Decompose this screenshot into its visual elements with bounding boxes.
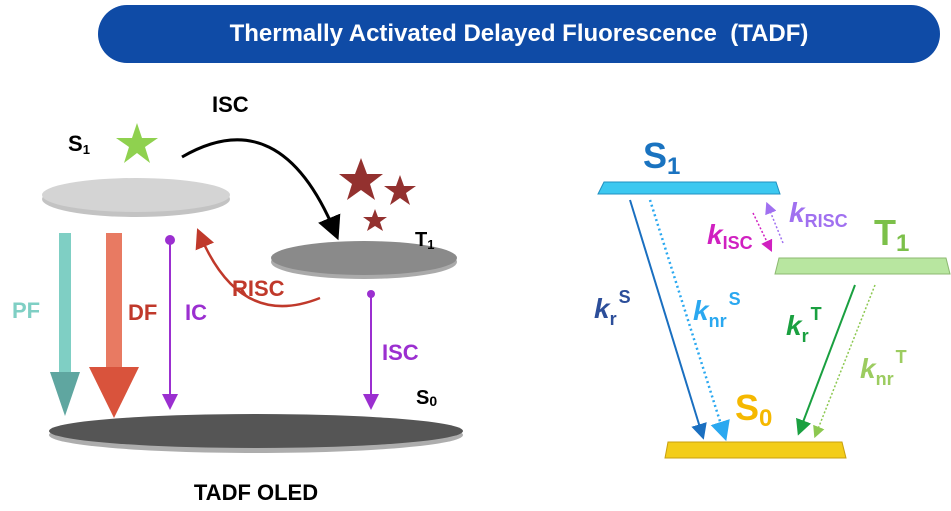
knr-t-arrow bbox=[813, 284, 876, 439]
s1-level bbox=[42, 178, 230, 212]
kr-s-arrow bbox=[629, 199, 707, 440]
s1-label: S1 bbox=[68, 131, 90, 157]
red-star-icon bbox=[363, 209, 387, 231]
s0-label-right: S0 bbox=[735, 387, 772, 432]
title-banner: Thermally Activated Delayed Fluorescence… bbox=[98, 5, 940, 63]
t1-label: T1 bbox=[415, 229, 434, 252]
s1-label-right: S1 bbox=[643, 135, 680, 180]
t1-level bbox=[271, 241, 457, 275]
kr-t-label: krT bbox=[786, 304, 822, 346]
title: Thermally Activated Delayed Fluorescence… bbox=[229, 20, 809, 47]
s0-label: S0 bbox=[416, 387, 437, 409]
risc-arc-arrow bbox=[195, 228, 321, 308]
isc-top-label: ISC bbox=[212, 92, 249, 117]
isc-arc-arrow bbox=[181, 138, 341, 241]
krisc-label: kRISC bbox=[789, 197, 848, 231]
kisc-arrow bbox=[752, 212, 773, 253]
ic-label: IC bbox=[185, 300, 207, 325]
kisc-label: kISC bbox=[707, 219, 753, 253]
kr-s-label: krS bbox=[594, 287, 631, 329]
caption: TADF OLED bbox=[194, 480, 318, 505]
red-star-icon bbox=[384, 175, 416, 205]
pf-arrow bbox=[50, 233, 80, 416]
knr-s-arrow bbox=[648, 199, 730, 442]
knr-s-label: knrS bbox=[693, 289, 741, 331]
s1-bar bbox=[597, 181, 781, 195]
t1-label-right: T1 bbox=[874, 212, 909, 257]
t1-bar bbox=[774, 257, 951, 275]
krisc-arrow bbox=[765, 201, 784, 244]
df-arrow bbox=[89, 233, 139, 418]
isc-bottom-label: ISC bbox=[382, 340, 419, 365]
s0-level bbox=[49, 414, 463, 448]
pf-label: PF bbox=[12, 298, 40, 323]
red-star-icon bbox=[339, 158, 383, 200]
right-diagram: S1 T1 S0 kISC kRISC krS knrS krT knrT bbox=[594, 135, 951, 459]
df-label: DF bbox=[128, 300, 157, 325]
risc-label: RISC bbox=[232, 276, 285, 301]
kr-t-arrow bbox=[796, 284, 856, 436]
left-diagram: S1 ISC T1 PF DF IC bbox=[12, 92, 463, 505]
s0-bar bbox=[664, 441, 847, 459]
green-star-icon bbox=[116, 123, 158, 163]
knr-t-label: knrT bbox=[860, 347, 907, 389]
